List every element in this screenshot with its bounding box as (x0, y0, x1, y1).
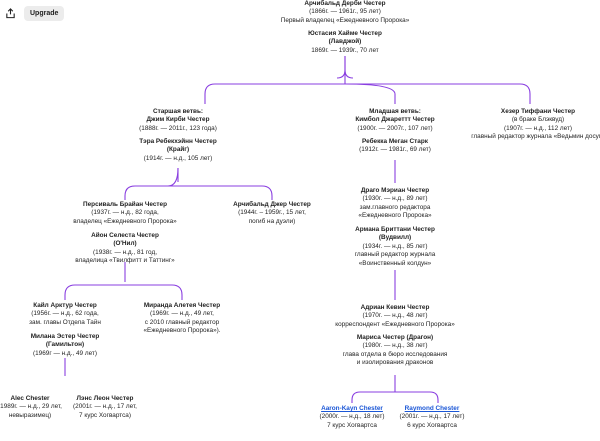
node-name: Лэнс Леон Честер (76, 395, 134, 402)
node-note: 7 курс Хогвартса (327, 421, 377, 429)
node-dates: (1930г. — н.д., 89 лет) (362, 195, 428, 203)
node-maiden-name: (Гамильтон) (45, 341, 85, 349)
node-dates: (1938г. — н.д., 81 год, (93, 248, 157, 256)
node-note: глава отдела в бюро исследования (342, 350, 448, 358)
node-dates: (1956г. — н.д., 62 года, (31, 310, 99, 318)
node-milana[interactable]: Милана Эстер Честер (Гамильтон) (1969г —… (31, 333, 100, 358)
node-dates: (1944г. – 1959г., 15 лет, (238, 209, 306, 217)
node-marisa[interactable]: Мариса Честер (Драгон) (1980г. — н.д., 3… (343, 334, 448, 368)
node-note: зам. главы Отдела Тайн (29, 318, 101, 326)
node-note: и изолирования драконов (356, 359, 434, 367)
node-dates: (1937г. — н.д., 82 года, (91, 209, 159, 217)
node-dates: (2000г. — н.д., 18 лет) (319, 413, 385, 421)
node-maiden-name: (Вудвилл) (378, 234, 412, 242)
node-name: Юстасия Хайме Честер (308, 30, 382, 37)
node-name: Миранда Алетея Честер (143, 302, 221, 309)
node-alec[interactable]: Alec Chester (1989г. — н.д., 29 лет, нев… (0, 395, 62, 420)
node-aaron-kayn[interactable]: Aaron-Kayn Chester (2000г. — н.д., 18 ле… (320, 405, 385, 430)
node-kimbol[interactable]: Младшая ветвь: Кимбол Джареттт Честер (1… (355, 108, 434, 133)
node-name: Alec Chester (10, 395, 50, 402)
node-maiden-name: (Крайг) (166, 146, 190, 154)
node-dates: (1900г. — 2007г., 107 лет) (357, 124, 433, 132)
node-lance[interactable]: Лэнс Леон Честер (2001г. — н.д., 17 лет,… (73, 395, 137, 420)
node-dates: (1912г. — 1981г., 69 лет) (359, 146, 431, 154)
node-dates: (1907г. — н.д., 112 лет) (503, 124, 573, 132)
node-note: владелица «Твилфитт и Таттинг» (75, 257, 175, 265)
node-adrian[interactable]: Адриан Кевин Честер (1970г. — н.д., 48 л… (335, 304, 455, 329)
node-married-name: (в браке Блэквуд) (511, 116, 565, 124)
node-archibald-derby[interactable]: Арчибальд Дерби Честер (1866г. — 1961г.,… (281, 0, 410, 25)
node-name: Драго Мэриан Честер (360, 187, 430, 194)
branch-heading: Старшая ветвь: (152, 108, 204, 115)
node-kyle[interactable]: Кайл Арктур Честер (1956г. — н.д., 62 го… (29, 302, 101, 327)
node-dates: (1970г. — н.д., 48 лет) (362, 312, 428, 320)
node-dates: (1914г. — н.д., 105 лет) (143, 154, 213, 162)
upgrade-button[interactable]: Upgrade (24, 5, 65, 21)
node-note: главный редактор журнала (354, 251, 436, 259)
node-note: владелец «Ежедневного Пророка» (73, 217, 177, 225)
node-maiden-name: (Лавджой) (328, 38, 362, 46)
node-armana[interactable]: Армана Бриттани Честер (Вудвилл) (1934г.… (355, 226, 436, 268)
node-name-link[interactable]: Aaron-Kayn Chester (321, 405, 383, 412)
node-note: «Воинственный колдун» (358, 259, 432, 267)
node-name: Арчибальд Дерби Честер (304, 0, 386, 7)
node-tara[interactable]: Тэра Ребекхэйнн Честер (Крайг) (1914г. —… (139, 138, 216, 163)
node-dates: (1969г. — н.д., 49 лет, (150, 310, 214, 318)
node-name: Персиваль Брайан Честер (83, 201, 167, 208)
node-aion[interactable]: Айон Селеста Честер (О'Нил) (1938г. — н.… (75, 232, 174, 266)
node-note: Первый владелец «Ежедневного Пророка» (280, 16, 410, 24)
node-rebecca[interactable]: Ребекка Меган Старк (1912г. — 1981г., 69… (359, 138, 431, 155)
node-name: Джим Кирби Честер (146, 116, 210, 124)
node-drago[interactable]: Драго Мэриан Честер (1930г. — н.д., 89 л… (358, 187, 431, 221)
node-dates: (1969г — н.д., 49 лет) (33, 349, 97, 357)
node-name: Милана Эстер Честер (30, 333, 100, 340)
node-note: погиб на дуэли) (248, 217, 296, 225)
node-name: Ребекка Меган Старк (362, 138, 428, 145)
node-dates: (2001г. — н.д., 17 лет) (399, 413, 465, 421)
node-name: Адриан Кевин Честер (360, 304, 430, 311)
node-dates: (1980г. — н.д., 38 лет) (362, 342, 428, 350)
node-dates: (1888г. — 2011г., 123 года) (139, 124, 217, 132)
node-note: с 2010 главный редактор (144, 318, 220, 326)
node-name: Айон Селеста Честер (91, 232, 159, 239)
node-eustasia[interactable]: Юстасия Хайме Честер (Лавджой) 1869г. — … (308, 30, 382, 55)
branch-heading: Младшая ветвь: (369, 108, 421, 115)
node-note: 6 курс Хогвартса (407, 421, 457, 429)
node-note: корреспондент «Ежедневного Пророка» (335, 320, 455, 328)
node-name: Армана Бриттани Честер (355, 226, 435, 233)
share-button[interactable] (2, 5, 18, 21)
node-note: зам.главного редактора (359, 203, 431, 211)
node-dates: (1934г. — н.д., 85 лет) (362, 242, 428, 250)
node-miranda-aletheia[interactable]: Миранда Алетея Честер (1969г. — н.д., 49… (143, 302, 220, 336)
node-name: Хезер Тиффани Честер (500, 108, 576, 115)
node-name-link[interactable]: Raymond Chester (404, 405, 460, 412)
node-dates: (1866г. — 1961г., 95 лет) (309, 8, 381, 16)
node-raymond[interactable]: Raymond Chester (2001г. — н.д., 17 лет) … (400, 405, 465, 430)
node-note: «Ежедневного Пророка»). (143, 327, 221, 335)
node-dates: (1989г. — н.д., 29 лет, (0, 403, 62, 411)
node-hazel[interactable]: Хезер Тиффани Честер (в браке Блэквуд) (… (471, 108, 600, 142)
node-dates: (2001г. — н.д., 17 лет, (73, 403, 137, 411)
node-dates: 1869г. — 1939г., 70 лет (311, 46, 379, 54)
node-maiden-name: (О'Нил) (113, 240, 137, 248)
node-note: «Ежедневного Пророка» (358, 212, 432, 220)
node-name: Тэра Ребекхэйнн Честер (139, 138, 217, 145)
node-archibald-jr[interactable]: Арчибальд Джер Честер (1944г. – 1959г., … (233, 201, 311, 226)
node-note: 7 курс Хогвартса) (79, 411, 131, 419)
node-name: Арчибальд Джер Честер (233, 201, 311, 208)
toolbar: Upgrade (2, 5, 65, 21)
node-james-kirby[interactable]: Старшая ветвь: Джим Кирби Честер (1888г.… (139, 108, 217, 133)
node-name: Мариса Честер (Драгон) (356, 334, 434, 341)
node-percival[interactable]: Персиваль Брайан Честер (1937г. — н.д., … (73, 201, 177, 226)
node-note: невыразимец) (8, 411, 52, 419)
share-icon (5, 7, 15, 18)
node-name: Кимбол Джареттт Честер (355, 116, 435, 124)
node-name: Кайл Арктур Честер (33, 302, 97, 309)
node-note: главный редактор журнала «Ведьмин досуг» (471, 133, 600, 141)
